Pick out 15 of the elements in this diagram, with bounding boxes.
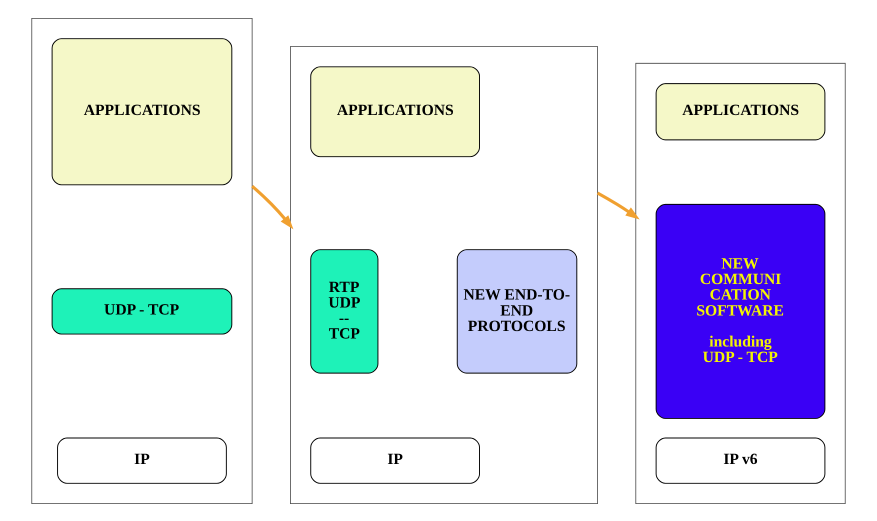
- node-box: RTP UDP -- TCP: [310, 248, 378, 374]
- node-box: APPLICATIONS: [310, 66, 480, 157]
- cluster: [31, 17, 253, 504]
- cluster: [635, 62, 846, 504]
- node-box: NEW END-TO-END PROTOCOLS: [456, 248, 578, 374]
- node-box: APPLICATIONS: [52, 38, 232, 185]
- node-box: APPLICATIONS: [656, 82, 826, 140]
- cluster: [290, 46, 598, 504]
- node-box: UDP - TCP: [52, 288, 232, 334]
- node-box: IP: [310, 437, 480, 484]
- arrow: [251, 184, 294, 229]
- arrow: [596, 191, 640, 219]
- node-box: IP v6: [656, 437, 826, 484]
- node-box: IP: [57, 437, 227, 484]
- node-box: NEW COMMUNI CATION SOFTWARE including UDP - TCP: [656, 203, 826, 418]
